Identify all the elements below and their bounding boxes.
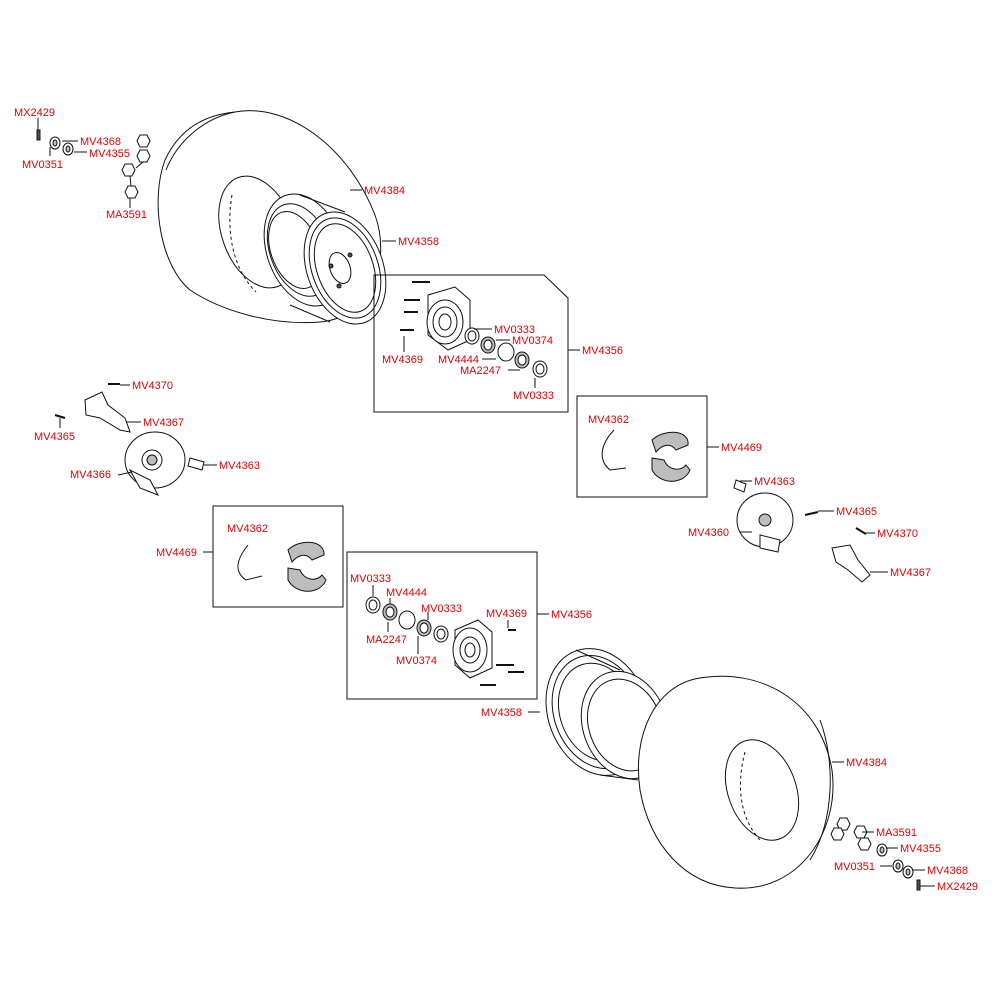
label-brake-left-mv4370: MV4370: [132, 380, 173, 392]
label-shoe-right-kit: MV4469: [721, 442, 762, 454]
label-hub-upper-mv4444: MV4444: [438, 354, 479, 366]
label-shoe-left-kit: MV4469: [156, 547, 197, 559]
label-hub-upper-mv0333-a: MV0333: [494, 324, 535, 336]
shoe-kit-box-left: [212, 505, 344, 608]
label-brake-right-mv4367: MV4367: [890, 567, 931, 579]
label-brake-left-mv4367: MV4367: [143, 417, 184, 429]
label-bottom-right-mv4355: MV4355: [900, 843, 941, 855]
hub-kit-box-upper: [373, 274, 569, 413]
label-brake-left-mv4363: MV4363: [219, 460, 260, 472]
label-hub-upper-kit: MV4356: [582, 345, 623, 357]
brake-assembly-left: [54, 383, 205, 496]
label-hub-lower-mv4444: MV4444: [386, 587, 427, 599]
label-brake-left-mv4366: MV4366: [70, 469, 111, 481]
label-hub-upper-mv0374: MV0374: [512, 335, 553, 347]
leader-lines: [37, 118, 935, 887]
label-hub-lower-mv0374: MV0374: [396, 655, 437, 667]
tire-lower-right: [637, 675, 834, 889]
label-top-left-mv0351: MV0351: [22, 159, 63, 171]
shoe-kit-box-right: [576, 395, 708, 498]
label-bottom-right-mx2429: MX2429: [937, 881, 978, 893]
label-hub-lower-mv4369: MV4369: [486, 608, 527, 620]
hardware-upper-left: [36, 129, 151, 199]
label-hub-upper-mv0333-b: MV0333: [513, 390, 554, 402]
label-bottom-right-ma3591: MA3591: [876, 827, 917, 839]
label-bottom-right-mv0351: MV0351: [834, 861, 875, 873]
hub-kit-box-lower: [346, 551, 538, 700]
part-labels: MX2429 MV4368 MV4355 MV0351 MA3591 MV438…: [14, 107, 978, 893]
label-shoe-right-mv4362: MV4362: [588, 414, 629, 426]
label-bottom-right-mv4384: MV4384: [846, 757, 887, 769]
label-hub-lower-ma2247: MA2247: [366, 634, 407, 646]
label-brake-right-mv4365: MV4365: [836, 506, 877, 518]
label-bottom-right-mv4368: MV4368: [927, 865, 968, 877]
label-hub-upper-mv4369: MV4369: [382, 354, 423, 366]
label-brake-left-mv4365: MV4365: [34, 431, 75, 443]
label-brake-right-mv4360: MV4360: [688, 527, 729, 539]
label-hub-lower-mv0333-a: MV0333: [350, 573, 391, 585]
hardware-lower-right: [830, 817, 921, 891]
label-hub-lower-kit: MV4356: [551, 609, 592, 621]
label-top-left-ma3591: MA3591: [106, 209, 147, 221]
label-top-left-mv4368: MV4368: [80, 136, 121, 148]
label-top-left-mv4384: MV4384: [364, 185, 405, 197]
label-hub-lower-mv0333-b: MV0333: [421, 603, 462, 615]
label-bottom-right-mv4358: MV4358: [481, 707, 522, 719]
label-top-left-mv4355: MV4355: [89, 148, 130, 160]
label-top-left-mx2429: MX2429: [14, 107, 55, 119]
label-brake-right-mv4363: MV4363: [754, 476, 795, 488]
label-top-left-mv4358: MV4358: [398, 236, 439, 248]
label-shoe-left-mv4362: MV4362: [227, 523, 268, 535]
label-hub-upper-ma2247: MA2247: [460, 365, 501, 377]
rim-upper-left: [263, 193, 387, 325]
brake-assembly-right: [733, 479, 871, 583]
label-brake-right-mv4370: MV4370: [877, 528, 918, 540]
